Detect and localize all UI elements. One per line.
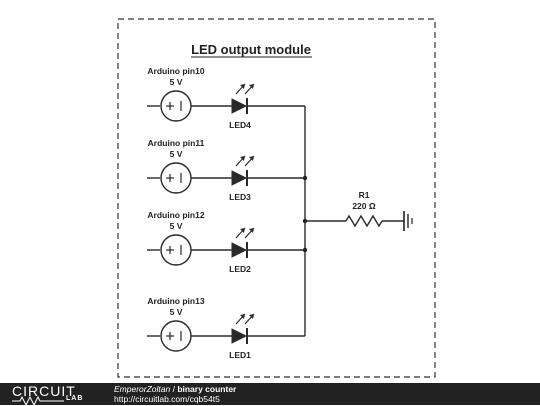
resistor-name: R1 xyxy=(359,190,370,200)
pin-label: Arduino pin12 xyxy=(147,210,204,220)
led-icon xyxy=(231,155,255,186)
logo-wordmark-bottom: LAB xyxy=(66,395,84,402)
junction-dot xyxy=(302,175,308,181)
source-voltage: 5 V xyxy=(170,221,183,231)
resistor-r1 xyxy=(345,214,383,228)
module-title: LED output module xyxy=(191,42,311,57)
circuit-attribution: EmperorZoltan / binary counter xyxy=(114,384,236,394)
led-label: LED1 xyxy=(229,350,251,360)
junction-dot xyxy=(302,218,308,224)
voltage-source-icon xyxy=(147,162,192,194)
ground-icon xyxy=(403,211,413,231)
circuit-url[interactable]: http://circuitlab.com/cqb54t5 xyxy=(114,394,220,404)
title-separator: / xyxy=(170,384,178,394)
logo-resistor-icon xyxy=(12,396,64,406)
led-label: LED3 xyxy=(229,192,251,202)
pin-label: Arduino pin13 xyxy=(147,296,204,306)
logo-wordmark-top: CIRCUIT xyxy=(12,383,76,399)
circuit-title[interactable]: binary counter xyxy=(177,384,237,394)
led-icon xyxy=(231,313,255,344)
resistor-value: 220 Ω xyxy=(352,201,376,211)
pin-label: Arduino pin11 xyxy=(148,138,205,148)
pin-label: Arduino pin10 xyxy=(147,66,204,76)
source-voltage: 5 V xyxy=(170,307,183,317)
voltage-source-icon xyxy=(147,320,192,352)
source-voltage: 5 V xyxy=(170,149,183,159)
led-label: LED4 xyxy=(229,120,251,130)
voltage-source-icon xyxy=(147,90,192,122)
junction-dot xyxy=(302,247,308,253)
module-boundary xyxy=(117,18,436,378)
author-link[interactable]: EmperorZoltan xyxy=(114,384,171,394)
source-voltage: 5 V xyxy=(170,77,183,87)
junction-dots xyxy=(302,175,308,253)
voltage-source-icon xyxy=(147,234,192,266)
led-label: LED2 xyxy=(229,264,251,274)
footer-bar: CIRCUIT LAB EmperorZoltan / binary count… xyxy=(0,383,540,406)
circuitlab-logo[interactable]: CIRCUIT LAB xyxy=(12,383,100,406)
led-icon xyxy=(231,227,255,258)
led-icon xyxy=(231,83,255,114)
